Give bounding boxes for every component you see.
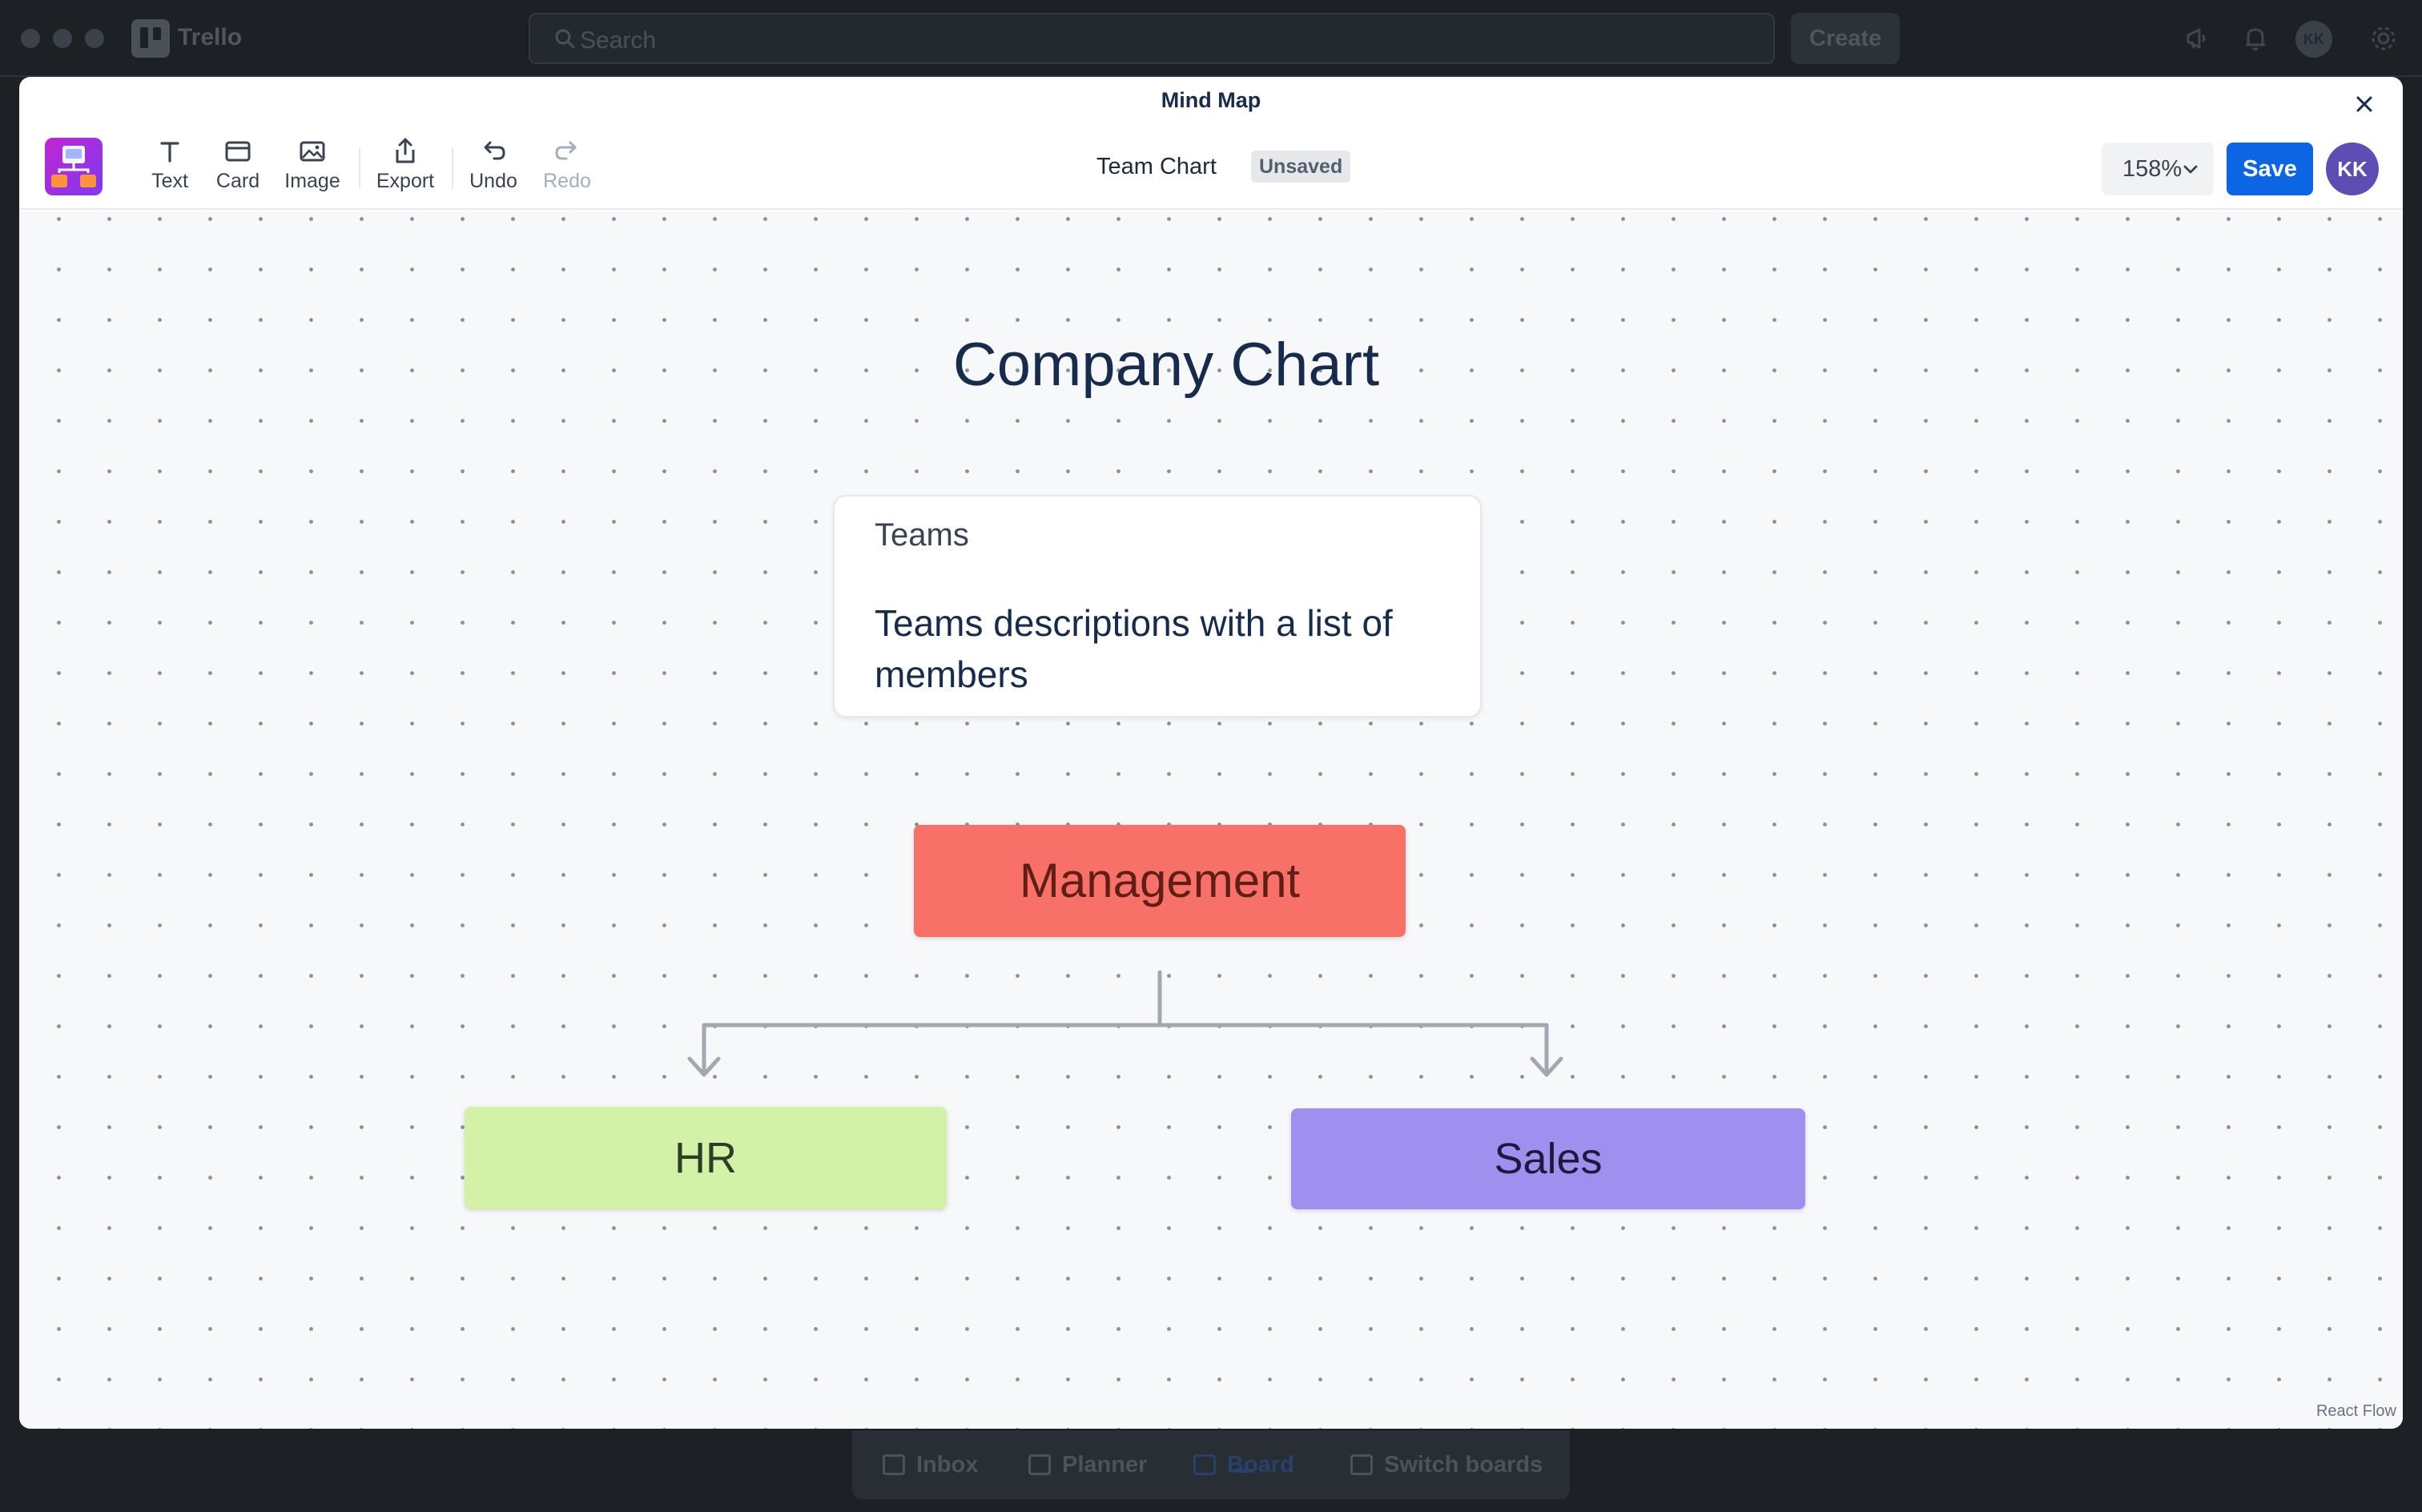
search-input[interactable]: Search	[529, 13, 1775, 64]
switch-boards-icon	[1350, 1454, 1373, 1475]
toolbar-divider	[359, 147, 360, 189]
app-top-bar: Trello Search Create KK	[0, 0, 2422, 77]
edge-management-to-sales	[1157, 1023, 1549, 1076]
save-button[interactable]: Save	[2227, 143, 2313, 195]
edge-management-to-hr	[702, 970, 1162, 1076]
mind-map-modal: Mind Map Text Card	[19, 77, 2403, 1429]
export-icon	[396, 138, 415, 163]
canvas-title[interactable]: Company Chart	[952, 331, 1380, 399]
text-icon	[160, 142, 179, 163]
modal-title: Mind Map	[1161, 88, 1261, 112]
sales-node[interactable]: Sales	[1291, 1108, 1805, 1209]
arrowhead-hr	[687, 1056, 721, 1077]
note-card-body: Teams descriptions with a list of member…	[875, 602, 1393, 695]
bell-icon[interactable]	[2239, 22, 2271, 54]
calendar-icon	[1028, 1454, 1051, 1475]
gear-icon[interactable]	[2368, 22, 2400, 54]
note-card-title: Teams	[875, 517, 969, 553]
card-icon	[225, 141, 251, 162]
toolbar-divider	[452, 147, 453, 189]
image-icon	[300, 141, 325, 162]
react-flow-attribution[interactable]: React Flow	[2315, 1402, 2396, 1420]
management-node[interactable]: Management	[914, 825, 1406, 937]
zoom-level: 158%	[2122, 156, 2183, 182]
text-tool-button[interactable]: Text	[144, 136, 195, 200]
card-tool-button[interactable]: Card	[210, 136, 266, 200]
megaphone-icon[interactable]	[2182, 22, 2214, 54]
app-name: Trello	[178, 24, 243, 50]
window-minimize-dot[interactable]	[53, 29, 72, 48]
undo-button[interactable]: Undo	[465, 136, 522, 200]
undo-icon	[484, 141, 505, 160]
editor-toolbar: Text Card Image Export	[19, 130, 2403, 210]
user-avatar[interactable]: KK	[2326, 143, 2379, 195]
close-icon[interactable]	[2348, 88, 2380, 120]
zoom-dropdown[interactable]: 158%	[2102, 143, 2214, 195]
teams-note-card[interactable]: Teams Teams descriptions with a list of …	[833, 495, 1482, 718]
create-button[interactable]: Create	[1791, 13, 1900, 64]
mind-map-canvas[interactable]: Company Chart Teams Teams descriptions w…	[19, 211, 2403, 1429]
export-button[interactable]: Export	[372, 136, 439, 200]
trello-logo-icon[interactable]	[131, 19, 170, 58]
unsaved-badge: Unsaved	[1251, 151, 1351, 183]
search-icon	[555, 29, 575, 49]
bottom-nav-board[interactable]: Board	[1193, 1430, 1294, 1499]
active-tab-indicator	[1235, 1469, 1254, 1473]
arrowhead-sales	[1530, 1056, 1563, 1077]
account-avatar[interactable]: KK	[2295, 21, 2332, 58]
bottom-nav-planner[interactable]: Planner	[1028, 1430, 1147, 1499]
document-title[interactable]: Team Chart	[1096, 154, 1217, 179]
bottom-nav-switch-boards[interactable]: Switch boards	[1350, 1430, 1543, 1499]
mind-map-app-icon	[45, 138, 103, 195]
redo-button[interactable]: Redo	[538, 136, 596, 200]
bottom-navigation: Inbox Planner Board Switch boards	[852, 1430, 1570, 1499]
board-icon	[1193, 1454, 1216, 1475]
hr-node[interactable]: HR	[465, 1107, 947, 1209]
bottom-nav-inbox[interactable]: Inbox	[883, 1430, 978, 1499]
chevron-down-icon	[2183, 165, 2198, 174]
inbox-icon	[883, 1454, 905, 1475]
redo-icon	[555, 141, 577, 160]
image-tool-button[interactable]: Image	[279, 136, 346, 200]
search-placeholder: Search	[580, 27, 657, 54]
window-close-dot[interactable]	[21, 29, 40, 48]
window-zoom-dot[interactable]	[85, 29, 104, 48]
